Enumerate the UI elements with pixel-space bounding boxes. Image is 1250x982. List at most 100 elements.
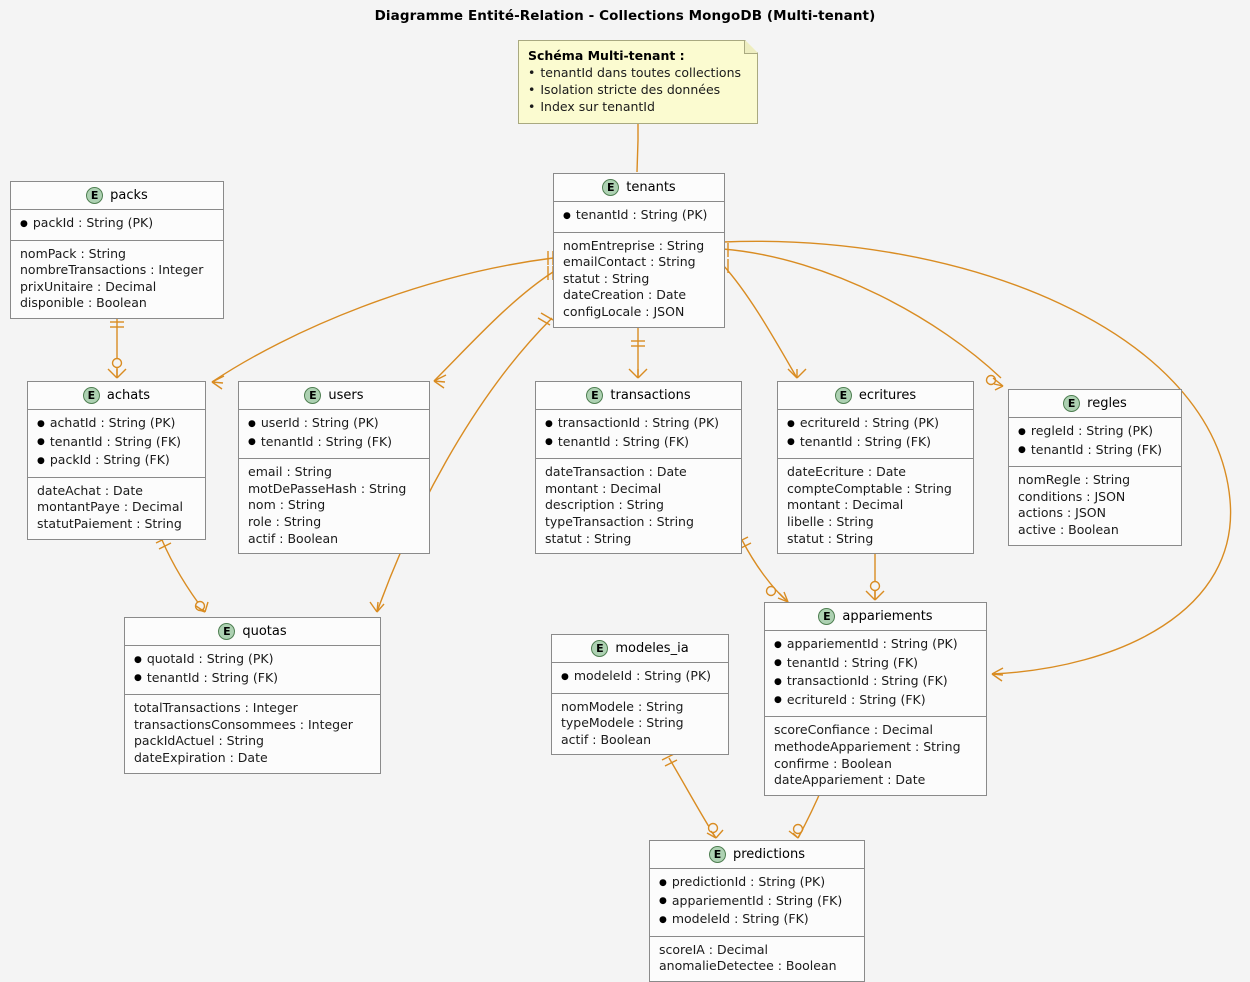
note-line: Isolation stricte des données xyxy=(528,81,748,98)
attribute-row: dateAchat : Date xyxy=(37,482,143,498)
card-zero-achats xyxy=(111,357,123,369)
attribute-row: montant : Decimal xyxy=(787,497,904,513)
attribute-row: quotaId : String (PK) xyxy=(134,651,371,670)
attribute-row: nomEntreprise : String xyxy=(563,237,705,253)
note-line: Index sur tenantId xyxy=(528,98,748,115)
note-connector xyxy=(636,116,639,173)
entity-header: E modeles_ia xyxy=(552,635,728,663)
entity-attributes: nomModele : String typeModele : String a… xyxy=(552,694,728,755)
entity-keys: packId : String (PK) xyxy=(11,210,223,241)
entity-keys: tenantId : String (PK) xyxy=(554,202,724,233)
card-zero-appariements-t xyxy=(765,585,777,597)
entity-header: E packs xyxy=(11,182,223,210)
attribute-row: prixUnitaire : Decimal xyxy=(20,278,157,294)
entity-tenants[interactable]: E tenants tenantId : String (PK) nomEntr… xyxy=(553,173,725,328)
attribute-row: nombreTransactions : Integer xyxy=(20,262,204,278)
attribute-row: dateExpiration : Date xyxy=(134,749,268,765)
entity-badge-icon: E xyxy=(218,623,236,640)
edge-modelesia-predictions xyxy=(668,757,717,839)
entity-keys: predictionId : String (PK) appariementId… xyxy=(650,869,864,937)
card-zero-regles xyxy=(985,374,997,386)
entity-header: E users xyxy=(239,382,429,410)
card-many-quotas xyxy=(369,601,385,613)
edge-tenants-users xyxy=(433,271,554,382)
entity-badge-icon: E xyxy=(304,387,322,404)
entity-title: users xyxy=(328,388,364,403)
entity-modeles-ia[interactable]: E modeles_ia modeleId : String (PK) nomM… xyxy=(551,634,729,756)
entity-quotas[interactable]: E quotas quotaId : String (PK) tenantId … xyxy=(124,617,381,774)
entity-badge-icon: E xyxy=(82,387,100,404)
entity-packs[interactable]: E packs packId : String (PK) nomPack : S… xyxy=(10,181,224,319)
entity-header: E predictions xyxy=(650,841,864,869)
entity-transactions[interactable]: E transactions transactionId : String (P… xyxy=(535,381,742,555)
attribute-row: emailContact : String xyxy=(563,254,696,270)
entity-attributes: nomPack : String nombreTransactions : In… xyxy=(11,241,223,318)
entity-appariements[interactable]: E appariements appariementId : String (P… xyxy=(764,602,987,796)
card-zero-appariements-e xyxy=(869,580,881,592)
attribute-row: motDePasseHash : String xyxy=(248,480,407,496)
card-many-appariements-r xyxy=(991,667,1004,682)
entity-title: modeles_ia xyxy=(615,641,689,656)
entity-predictions[interactable]: E predictions predictionId : String (PK)… xyxy=(649,840,865,982)
attribute-row: anomalieDetectee : Boolean xyxy=(659,958,837,974)
attribute-row: packIdActuel : String xyxy=(134,733,264,749)
card-many-achats-2 xyxy=(211,375,225,390)
attribute-row: conditions : JSON xyxy=(1018,488,1126,504)
attribute-row: dateAppariement : Date xyxy=(774,772,926,788)
entity-regles[interactable]: E regles regleId : String (PK) tenantId … xyxy=(1008,389,1182,546)
card-many-predictions-m xyxy=(706,829,724,839)
entity-achats[interactable]: E achats achatId : String (PK) tenantId … xyxy=(27,381,206,540)
entity-title: transactions xyxy=(610,388,691,403)
note-line: tenantId dans toutes collections xyxy=(528,64,748,81)
attribute-row: actions : JSON xyxy=(1018,505,1106,521)
entity-badge-icon: E xyxy=(602,179,620,196)
entity-title: predictions xyxy=(733,847,805,862)
card-many-users xyxy=(433,374,447,389)
entity-attributes: scoreConfiance : Decimal methodeAppariem… xyxy=(765,717,986,794)
entity-keys: appariementId : String (PK) tenantId : S… xyxy=(765,631,986,718)
entity-attributes: totalTransactions : Integer transactions… xyxy=(125,695,380,772)
attribute-row: nomPack : String xyxy=(20,245,126,261)
entity-keys: userId : String (PK) tenantId : String (… xyxy=(239,410,429,460)
attribute-row: actif : Boolean xyxy=(248,530,339,546)
attribute-row: dateTransaction : Date xyxy=(545,464,687,480)
attribute-row: typeTransaction : String xyxy=(545,513,694,529)
attribute-row: dateEcriture : Date xyxy=(787,464,906,480)
attribute-row: disponible : Boolean xyxy=(20,295,147,311)
attribute-row: nom : String xyxy=(248,497,326,513)
entity-title: regles xyxy=(1087,396,1127,411)
attribute-row: tenantId : String (FK) xyxy=(134,670,371,689)
attribute-row: active : Boolean xyxy=(1018,521,1119,537)
attribute-row: statut : String xyxy=(563,270,650,286)
entity-title: appariements xyxy=(842,609,933,624)
attribute-row: methodeAppariement : String xyxy=(774,738,961,754)
attribute-row: tenantId : String (PK) xyxy=(563,207,715,226)
entity-users[interactable]: E users userId : String (PK) tenantId : … xyxy=(238,381,430,555)
attribute-row: nomRegle : String xyxy=(1018,472,1131,488)
attribute-row: dateCreation : Date xyxy=(563,287,687,303)
attribute-row: tenantId : String (FK) xyxy=(787,434,964,453)
entity-title: packs xyxy=(110,188,148,203)
card-one-packs xyxy=(110,321,124,328)
attribute-row: montantPaye : Decimal xyxy=(37,499,183,515)
attribute-row: scoreIA : Decimal xyxy=(659,941,768,957)
attribute-row: transactionId : String (PK) xyxy=(545,415,732,434)
attribute-row: typeModele : String xyxy=(561,715,684,731)
attribute-row: userId : String (PK) xyxy=(248,415,420,434)
edge-tenants-achats xyxy=(211,257,554,383)
entity-title: tenants xyxy=(626,180,676,195)
attribute-row: packId : String (FK) xyxy=(37,452,196,471)
attribute-row: packId : String (PK) xyxy=(20,215,214,234)
entity-ecritures[interactable]: E ecritures ecritureId : String (PK) ten… xyxy=(777,381,974,555)
entity-title: quotas xyxy=(242,624,287,639)
entity-attributes: dateTransaction : Date montant : Decimal… xyxy=(536,459,741,553)
entity-attributes: dateEcriture : Date compteComptable : St… xyxy=(778,459,973,553)
attribute-row: statut : String xyxy=(545,530,632,546)
entity-badge-icon: E xyxy=(1063,395,1081,412)
attribute-row: statutPaiement : String xyxy=(37,515,182,531)
card-one-tenants-quotas xyxy=(537,312,554,326)
card-many-transactions xyxy=(628,368,648,379)
attribute-row: tenantId : String (FK) xyxy=(774,655,977,674)
edge-achats-quotas xyxy=(161,539,206,613)
entity-keys: quotaId : String (PK) tenantId : String … xyxy=(125,646,380,696)
